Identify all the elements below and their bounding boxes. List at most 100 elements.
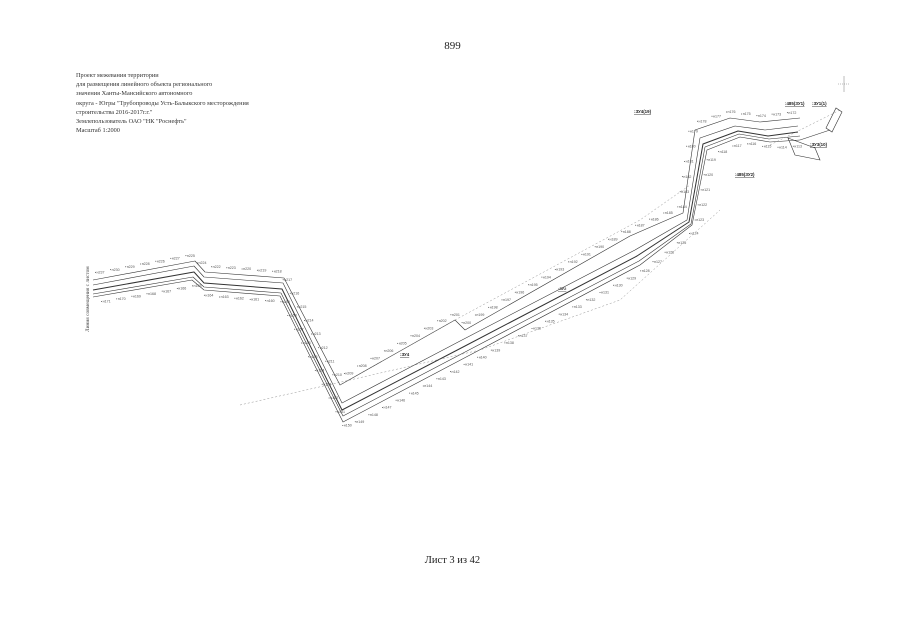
- page-number: 899: [444, 40, 461, 52]
- boundary-point-label: н168: [148, 292, 156, 296]
- boundary-point-label: н124: [691, 232, 699, 236]
- boundary-point-marker: [125, 266, 127, 268]
- route-boundary-top: [92, 117, 801, 386]
- parcel-tag: :ЗУ4(19): [634, 109, 652, 114]
- boundary-point-label: н142: [452, 370, 460, 374]
- boundary-point-marker: [640, 270, 642, 272]
- boundary-point-label: н134: [560, 312, 568, 316]
- boundary-point-marker: [450, 371, 451, 373]
- boundary-point-marker: [383, 350, 385, 352]
- boundary-point-marker: [116, 298, 118, 300]
- pipeline-route: [92, 117, 801, 423]
- boundary-point-marker: [599, 292, 601, 293]
- boundary-point-label: н177: [713, 115, 721, 119]
- boundary-point-marker: [304, 320, 305, 321]
- boundary-point-marker: [436, 378, 438, 380]
- boundary-point-label: н206: [385, 349, 393, 353]
- boundary-point-marker: [531, 328, 533, 329]
- boundary-point-marker: [382, 407, 383, 408]
- boundary-point-label: н208: [359, 364, 367, 368]
- boundary-point-marker: [450, 314, 452, 316]
- spur-section: [787, 107, 843, 161]
- land-user-line: Землепользователь ОАО "НК "Роснефть": [76, 118, 187, 126]
- boundary-point-marker: [397, 342, 399, 344]
- boundary-point-marker: [410, 335, 412, 337]
- boundary-point-label: н119: [708, 158, 716, 162]
- map-title-block: Проект межевания территории для размещен…: [76, 71, 249, 135]
- boundary-point-label: н201: [452, 313, 460, 317]
- boundary-point-label: н127: [654, 260, 662, 264]
- boundary-point-label: н135: [547, 320, 555, 324]
- boundary-point-marker: [581, 253, 583, 255]
- boundary-point-label: н159: [282, 300, 290, 304]
- boundary-point-label: н165: [194, 284, 202, 288]
- boundary-point-marker: [664, 251, 666, 253]
- boundary-point-marker: [146, 293, 148, 295]
- boundary-point-marker: [488, 306, 490, 308]
- boundary-point-label: н219: [258, 268, 266, 272]
- boundary-point-label: н141: [465, 363, 473, 367]
- boundary-point-marker: [700, 189, 702, 191]
- boundary-point-marker: [343, 373, 345, 374]
- boundary-point-marker: [677, 206, 679, 208]
- boundary-point-marker: [203, 294, 205, 296]
- boundary-point-marker: [197, 262, 198, 264]
- boundary-point-label: н200: [463, 321, 471, 325]
- boundary-point-label: н144: [424, 384, 432, 388]
- boundary-point-label: н116: [749, 142, 757, 146]
- boundary-point-marker: [747, 143, 749, 145]
- boundary-point-marker: [332, 374, 334, 376]
- parcel-tag: :ЗУ1(1): [812, 101, 827, 106]
- parcel-tag: :ЗУ4: [400, 352, 410, 357]
- boundary-point-marker: [594, 246, 596, 248]
- boundary-point-marker: [219, 296, 221, 298]
- boundary-point-marker: [694, 219, 696, 221]
- boundary-point-marker: [554, 269, 556, 270]
- boundary-point-marker: [490, 349, 492, 351]
- boundary-point-label: н178: [699, 119, 707, 123]
- boundary-point-label: н115: [764, 145, 772, 149]
- boundary-point-marker: [681, 176, 683, 178]
- boundary-point-label: н220: [243, 267, 251, 271]
- boundary-point-marker: [621, 231, 623, 233]
- boundary-point-marker: [711, 115, 713, 117]
- boundary-point-label: н146: [397, 399, 405, 403]
- boundary-point-label: н181: [686, 160, 694, 164]
- boundary-point-marker: [635, 224, 637, 226]
- spur-outline: [787, 137, 821, 161]
- boundary-point-label: н237: [97, 271, 105, 275]
- boundary-point-marker: [777, 146, 779, 148]
- boundary-point-marker: [528, 284, 530, 286]
- boundary-point-label: н229: [127, 265, 135, 269]
- boundary-point-marker: [170, 257, 172, 259]
- boundary-point-label: н228: [142, 262, 150, 266]
- parcel-tag: :ЗУ2: [558, 286, 567, 291]
- boundary-point-marker: [161, 290, 163, 292]
- title-line: значения Ханты-Мансийского автономного: [76, 90, 193, 98]
- boundary-point-label: н155: [310, 355, 318, 359]
- boundary-point-marker: [568, 261, 570, 263]
- boundary-point-label: н136: [533, 327, 541, 331]
- boundary-point-label: н148: [370, 413, 378, 417]
- boundary-point-marker: [354, 421, 356, 423]
- boundary-point-label: н129: [628, 276, 636, 280]
- title-line: строительства 2016-2017г.г.": [76, 108, 153, 116]
- boundary-point-label: н217: [284, 278, 292, 282]
- boundary-point-label: н210: [334, 373, 342, 377]
- boundary-point-marker: [296, 306, 298, 308]
- boundary-point-label: н203: [425, 327, 433, 331]
- boundary-point-marker: [545, 320, 547, 322]
- title-line: округа - Югры "Трубопроводы Усть-Балыкск…: [76, 99, 249, 107]
- boundary-point-marker: [501, 299, 503, 301]
- boundary-point-label: н149: [356, 420, 364, 424]
- boundary-point-marker: [504, 342, 506, 344]
- boundary-point-label: н223: [228, 266, 236, 270]
- boundary-point-marker: [101, 301, 103, 302]
- boundary-point-label: н175: [743, 112, 751, 116]
- boundary-point-marker: [311, 333, 313, 335]
- boundary-point-marker: [762, 145, 764, 147]
- boundary-point-marker: [140, 263, 142, 265]
- boundary-point-marker: [461, 322, 463, 324]
- boundary-point-marker: [558, 313, 560, 315]
- boundary-point-label: н139: [492, 348, 500, 352]
